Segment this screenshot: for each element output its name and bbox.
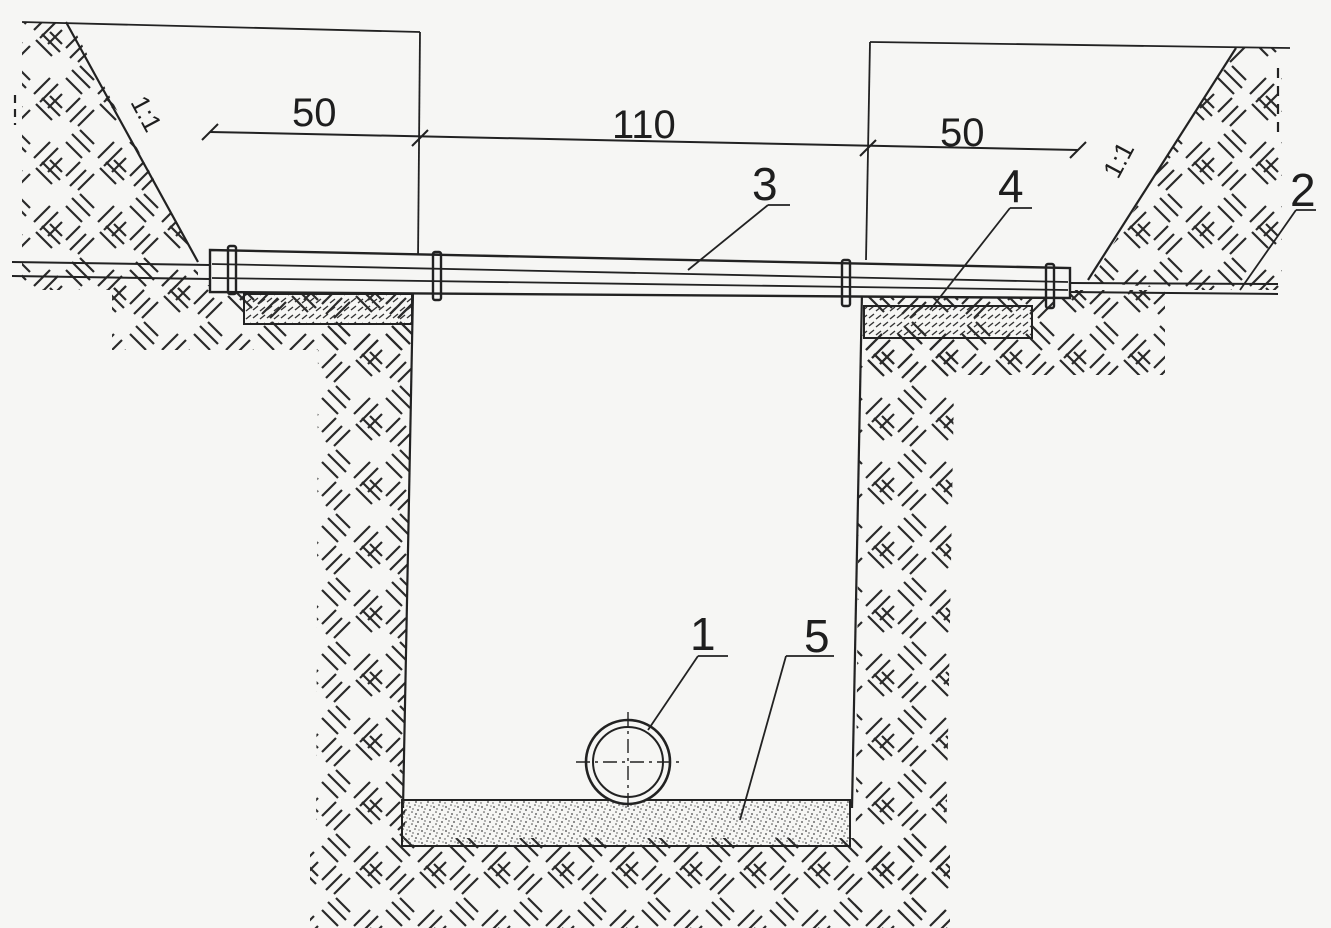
right-wall-soil bbox=[855, 330, 955, 915]
dimension-left: 50 bbox=[292, 91, 337, 135]
extension-lines bbox=[21, 21, 1291, 261]
left-slope-soil bbox=[22, 22, 198, 290]
trench-interior bbox=[402, 298, 862, 808]
slope-left-label: 1:1 bbox=[125, 91, 168, 137]
service-pipe bbox=[576, 712, 680, 812]
cable bbox=[11, 261, 1279, 295]
pipe-clamps bbox=[226, 244, 1056, 310]
support-block-left bbox=[243, 293, 413, 325]
callout-1: 1 bbox=[690, 608, 716, 660]
callout-5: 5 bbox=[804, 610, 830, 662]
dimension-center: 110 bbox=[612, 103, 676, 147]
slope-right-label: 1:1 bbox=[1097, 137, 1140, 183]
bottom-soil bbox=[310, 838, 950, 928]
excavation-outline bbox=[13, 21, 1280, 809]
dimension-right: 50 bbox=[940, 111, 985, 155]
callout-4: 4 bbox=[998, 160, 1024, 212]
right-slope-soil bbox=[1090, 48, 1282, 290]
left-wall-soil bbox=[316, 300, 412, 840]
leader-lines bbox=[647, 204, 1316, 821]
support-block-right bbox=[863, 305, 1033, 339]
callout-2: 2 bbox=[1290, 164, 1316, 216]
casing-pipe bbox=[208, 244, 1072, 310]
callout-3: 3 bbox=[752, 158, 778, 210]
sand-bedding bbox=[401, 799, 851, 847]
dimension-line bbox=[201, 123, 1087, 159]
